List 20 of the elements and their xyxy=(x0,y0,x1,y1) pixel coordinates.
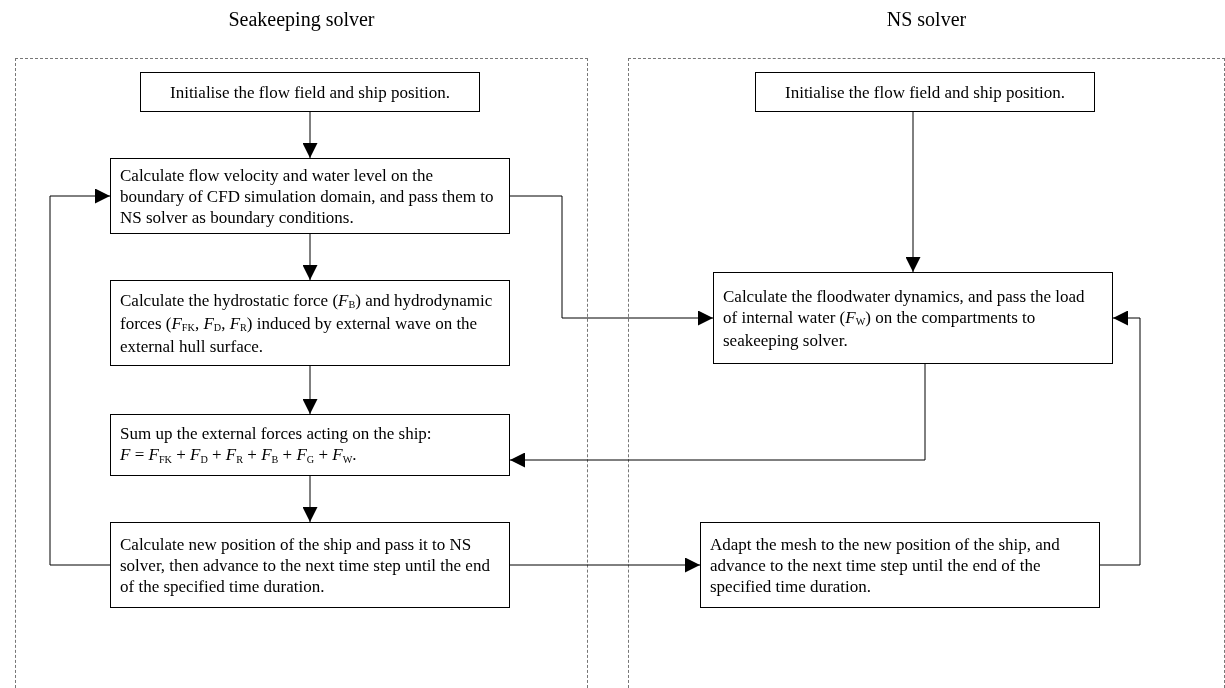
arrow xyxy=(905,111,921,273)
arrow xyxy=(509,557,701,573)
process-box: Initialise the flow field and ship position. xyxy=(140,72,480,112)
process-box: Calculate the hydrostatic force (F$_{B}$) and hydrodynamic forces (F$_{FK}$, F$_{D}$, F$_{R}$) induced by external wave on the external hull surface. xyxy=(110,280,510,366)
arrow xyxy=(49,188,111,566)
process-box: Sum up the external forces acting on the ship: F = F$_{FK}$ + F$_{D}$ + F$_{R}$ + F$_{B}$ + F$_{G}$ + F$_{W}$. xyxy=(110,414,510,476)
process-box: Adapt the mesh to the new position of the ship, and advance to the next time step until the end of the specified time duration. xyxy=(700,522,1100,608)
process-box: Calculate the floodwater dynamics, and pass the load of internal water (F$_{W}$) on the compartments to seakeeping solver. xyxy=(713,272,1113,364)
arrow xyxy=(302,365,318,415)
arrow xyxy=(302,475,318,523)
arrow xyxy=(509,363,926,468)
arrow xyxy=(302,233,318,281)
arrow xyxy=(302,111,318,159)
panel-heading: Seakeeping solver xyxy=(228,8,375,31)
arrow xyxy=(509,195,714,326)
panel-heading: NS solver xyxy=(886,8,967,31)
process-box: Calculate flow velocity and water level on the boundary of CFD simulation domain, and pass them to NS solver as boundary conditions. xyxy=(110,158,510,234)
process-box: Calculate new position of the ship and pass it to NS solver, then advance to the next time step until the end of the specified time duration. xyxy=(110,522,510,608)
process-box: Initialise the flow field and ship position. xyxy=(755,72,1095,112)
arrow xyxy=(1099,310,1141,566)
